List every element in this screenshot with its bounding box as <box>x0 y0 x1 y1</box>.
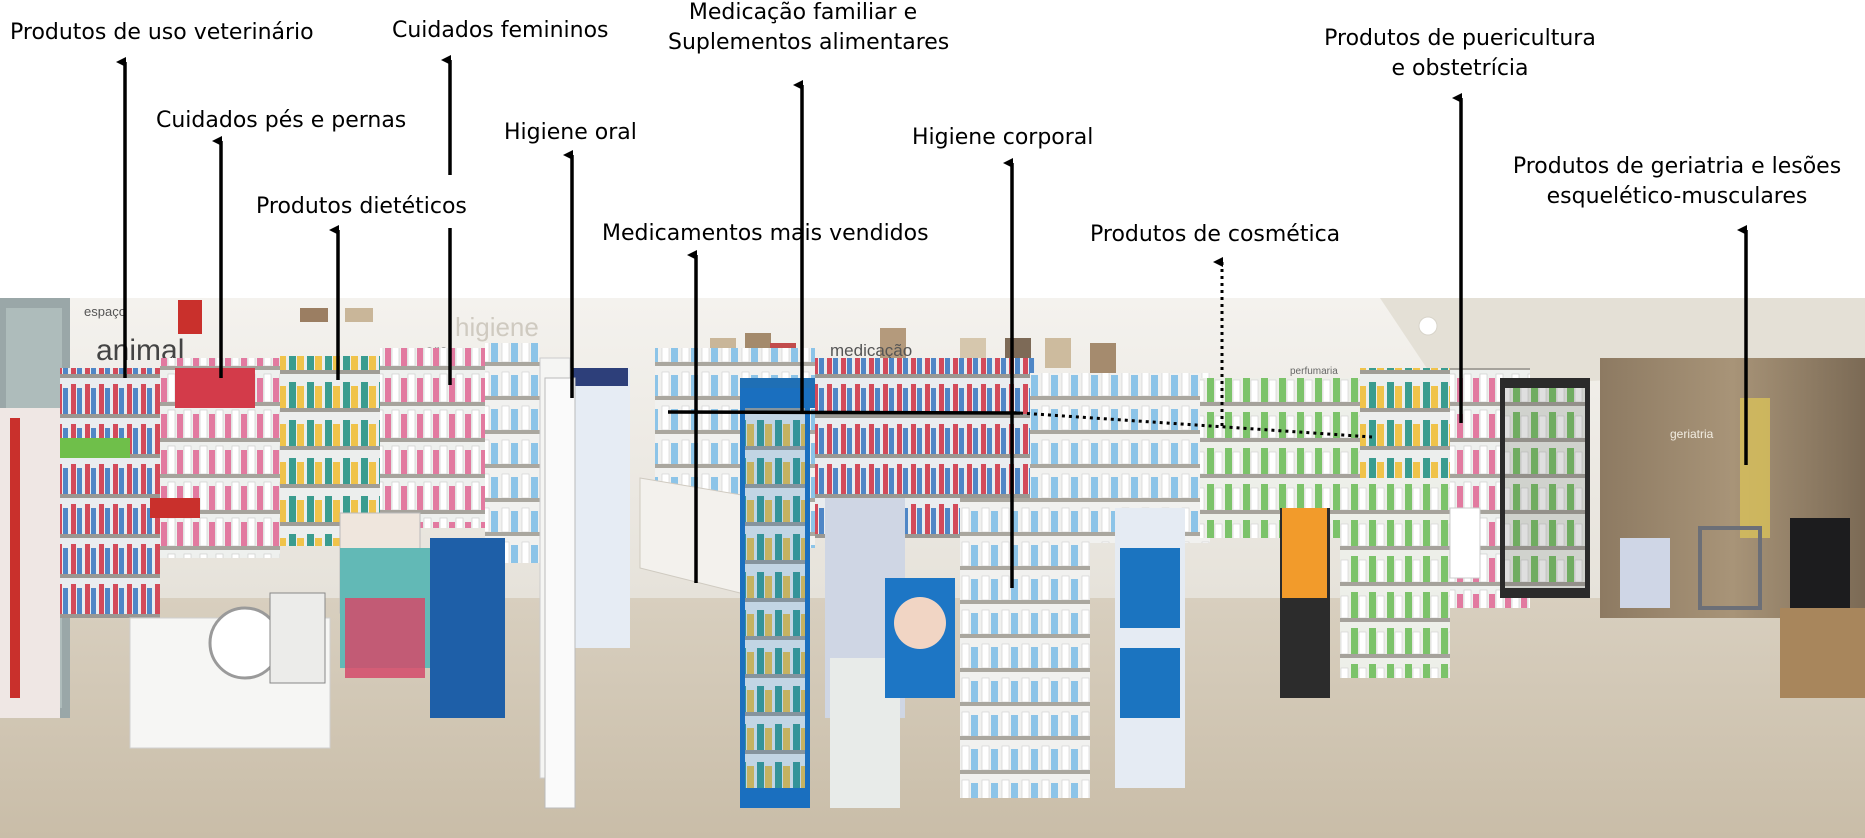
label-produtos-dieteticos: Produtos dietéticos <box>256 194 467 219</box>
label-medicamentos-mais-vendidos: Medicamentos mais vendidos <box>602 221 929 246</box>
ceiling-light <box>1418 316 1438 336</box>
label-higiene-corporal: Higiene corporal <box>912 125 1094 150</box>
sign-higiene: higiene <box>455 312 539 342</box>
sign-perfumaria: perfumaria <box>1290 366 1338 377</box>
label-higiene-oral: Higiene oral <box>504 120 637 145</box>
label-puericultura-line2: e obstetrícia <box>1391 55 1529 81</box>
label-medicacao-familiar: Medicação familiar e Suplementos aliment… <box>668 0 949 57</box>
label-produtos-puericultura: Produtos de puericultura e obstetrícia <box>1300 24 1620 83</box>
sign-espaco: espaço <box>84 304 126 319</box>
label-produtos-geriatria: Produtos de geriatria e lesões esqueléti… <box>1492 152 1862 211</box>
label-puericultura-line1: Produtos de puericultura <box>1324 26 1596 51</box>
label-cuidados-femininos: Cuidados femininos <box>392 18 609 43</box>
label-geriatria-line2: esquelético-musculares <box>1546 183 1808 209</box>
label-produtos-veterinarios: Produtos de uso veterinário <box>10 20 314 45</box>
sign-animal-logo <box>178 300 202 334</box>
sign-geriatria: geriatria <box>1670 427 1714 441</box>
label-geriatria-line1: Produtos de geriatria e lesões <box>1512 154 1842 179</box>
label-medicacao-line1: Medicação familiar e <box>688 0 918 25</box>
label-produtos-cosmetica: Produtos de cosmética <box>1090 222 1341 247</box>
label-medicacao-line2: Suplementos alimentares <box>668 29 950 55</box>
sign-medicacao: medicação <box>830 341 912 360</box>
pharmacy-panorama-photo: espaço animal higiene oral medicação fam… <box>0 298 1865 838</box>
label-cuidados-pes-pernas: Cuidados pés e pernas <box>156 108 407 133</box>
